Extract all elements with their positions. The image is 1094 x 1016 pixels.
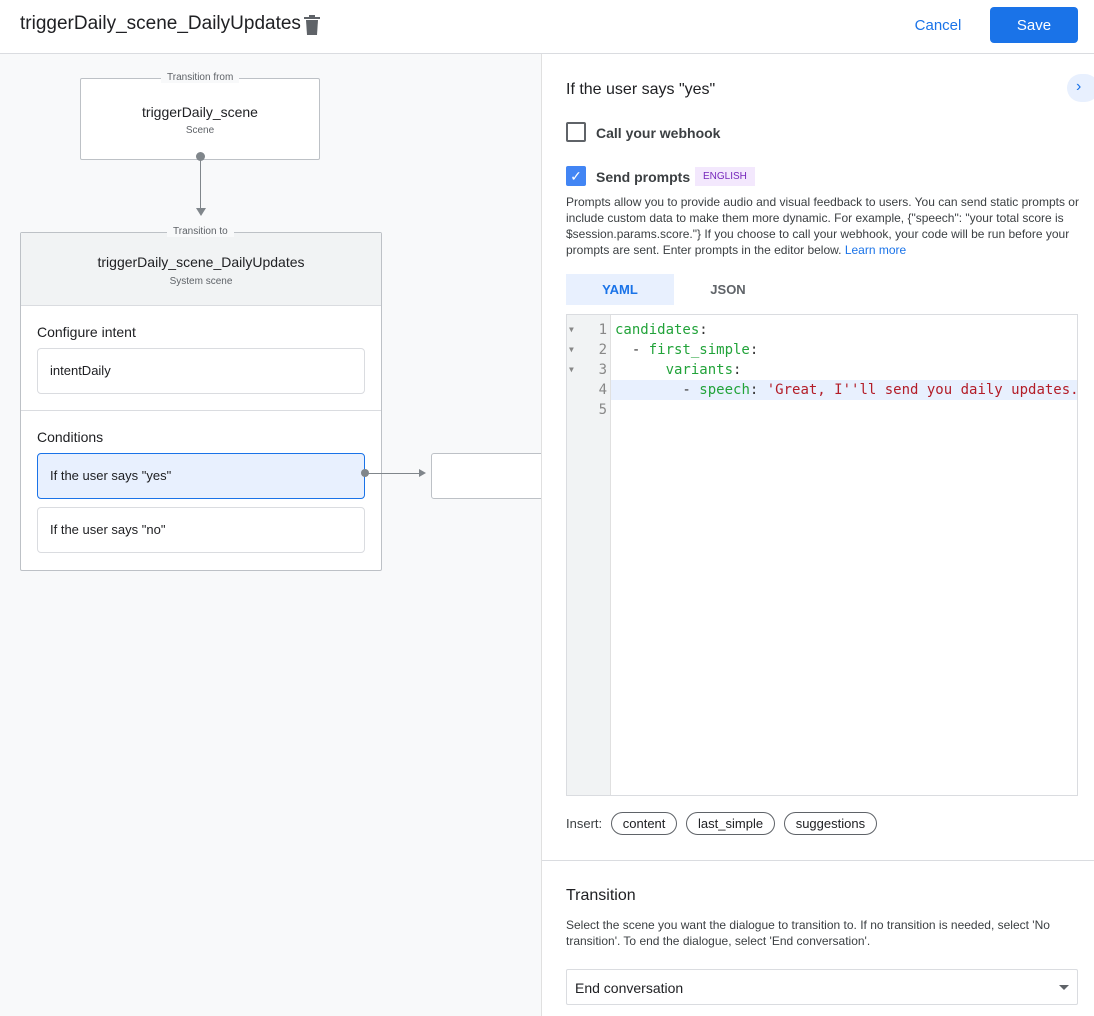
transition-from-label: Transition from: [161, 72, 240, 83]
transition-target-card[interactable]: [431, 453, 541, 499]
code-sep: :: [749, 382, 767, 398]
connector-dot: [361, 469, 369, 477]
code-line: candidates:: [615, 320, 708, 340]
code-line: - first_simple:: [615, 340, 758, 360]
header: triggerDaily_scene_DailyUpdates Cancel S…: [0, 0, 1094, 54]
active-line-highlight: [611, 380, 1077, 400]
learn-more-link[interactable]: Learn more: [844, 243, 907, 257]
from-scene-name: triggerDaily_scene: [142, 104, 258, 120]
code-key: variants: [665, 362, 734, 378]
to-scene-type: System scene: [169, 276, 233, 287]
transition-from-card[interactable]: Transition from triggerDaily_scene Scene: [80, 72, 320, 160]
transition-to-label: Transition to: [167, 226, 234, 237]
code-line: - speech: 'Great, I''ll send you daily u…: [615, 380, 1079, 400]
configure-intent-heading: Configure intent: [37, 324, 136, 340]
code-key: candidates: [615, 322, 700, 338]
intent-item[interactable]: intentDaily: [37, 348, 365, 394]
fold-icon[interactable]: ▼: [569, 365, 574, 374]
arrow-down-icon: [196, 208, 206, 216]
code-indent: -: [615, 342, 649, 358]
prompts-checkbox[interactable]: ✓: [566, 166, 586, 186]
transition-heading: Transition: [566, 887, 636, 904]
delete-icon[interactable]: [304, 15, 320, 35]
webhook-checkbox[interactable]: [566, 122, 586, 142]
line-number: 2: [598, 342, 607, 358]
scene-header[interactable]: [21, 233, 381, 306]
code-sep: :: [699, 322, 708, 338]
insert-row: Insert: content last_simple suggestions: [566, 812, 878, 835]
condition-panel: › If the user says "yes" Call your webho…: [542, 54, 1094, 1016]
language-badge: ENGLISH: [695, 167, 755, 186]
from-scene-type: Scene: [185, 125, 215, 136]
condition-yes[interactable]: If the user says "yes": [37, 453, 365, 499]
transition-to-card: Transition to triggerDaily_scene_DailyUp…: [20, 226, 382, 571]
tab-json[interactable]: JSON: [710, 282, 746, 297]
cancel-button[interactable]: Cancel: [903, 8, 973, 42]
panel-title: If the user says "yes": [566, 81, 716, 98]
condition-no[interactable]: If the user says "no": [37, 507, 365, 553]
code-editor[interactable]: ▼ 1 candidates: ▼ 2 - first_simple: ▼ 3 varian…: [566, 314, 1079, 796]
line-number: 5: [598, 402, 607, 418]
insert-chip-last-simple[interactable]: last_simple: [686, 812, 776, 835]
transition-description: Select the scene you want the dialogue t…: [566, 918, 1050, 948]
line-number: 3: [598, 362, 607, 378]
save-button[interactable]: Save: [990, 7, 1078, 43]
code-sep: :: [733, 362, 742, 378]
insert-label: Insert:: [566, 816, 603, 831]
to-scene-name: triggerDaily_scene_DailyUpdates: [97, 254, 305, 270]
code-key: first_simple: [648, 342, 750, 358]
conditions-heading: Conditions: [37, 429, 104, 445]
line-number: 1: [598, 322, 607, 338]
dropdown-arrow-icon: [1059, 985, 1069, 990]
prompts-label: Send prompts: [596, 169, 691, 185]
insert-chip-content[interactable]: content: [610, 812, 678, 835]
code-indent: -: [615, 382, 700, 398]
scene-canvas: Transition from triggerDaily_scene Scene…: [0, 54, 542, 1016]
collapse-panel-button[interactable]: ›: [1067, 74, 1094, 102]
editor-gutter: [567, 315, 611, 795]
code-value: 'Great, I''ll send you daily updates.: [766, 382, 1079, 398]
arrow-right-icon: [419, 469, 426, 477]
code-sep: :: [749, 342, 759, 358]
code-key: speech: [699, 382, 750, 398]
transition-selected-value: End conversation: [575, 980, 684, 996]
code-line: variants:: [615, 360, 742, 380]
page-title: triggerDaily_scene_DailyUpdates: [20, 13, 301, 34]
tab-yaml[interactable]: YAML: [566, 274, 674, 305]
prompts-description: Prompts allow you to provide audio and v…: [566, 194, 1086, 258]
connector-dot: [196, 152, 205, 161]
connector-line: [368, 473, 420, 474]
line-number: 4: [598, 382, 607, 398]
connector-line: [200, 159, 201, 209]
insert-chip-suggestions[interactable]: suggestions: [783, 812, 878, 835]
webhook-label: Call your webhook: [596, 125, 721, 141]
divider: [542, 860, 1094, 861]
divider: [21, 410, 381, 411]
description-text: Prompts allow you to provide audio and v…: [566, 195, 1079, 257]
fold-icon[interactable]: ▼: [569, 345, 574, 354]
transition-select[interactable]: End conversation: [566, 969, 1078, 1005]
fold-icon[interactable]: ▼: [569, 325, 574, 334]
code-indent: [615, 362, 666, 378]
